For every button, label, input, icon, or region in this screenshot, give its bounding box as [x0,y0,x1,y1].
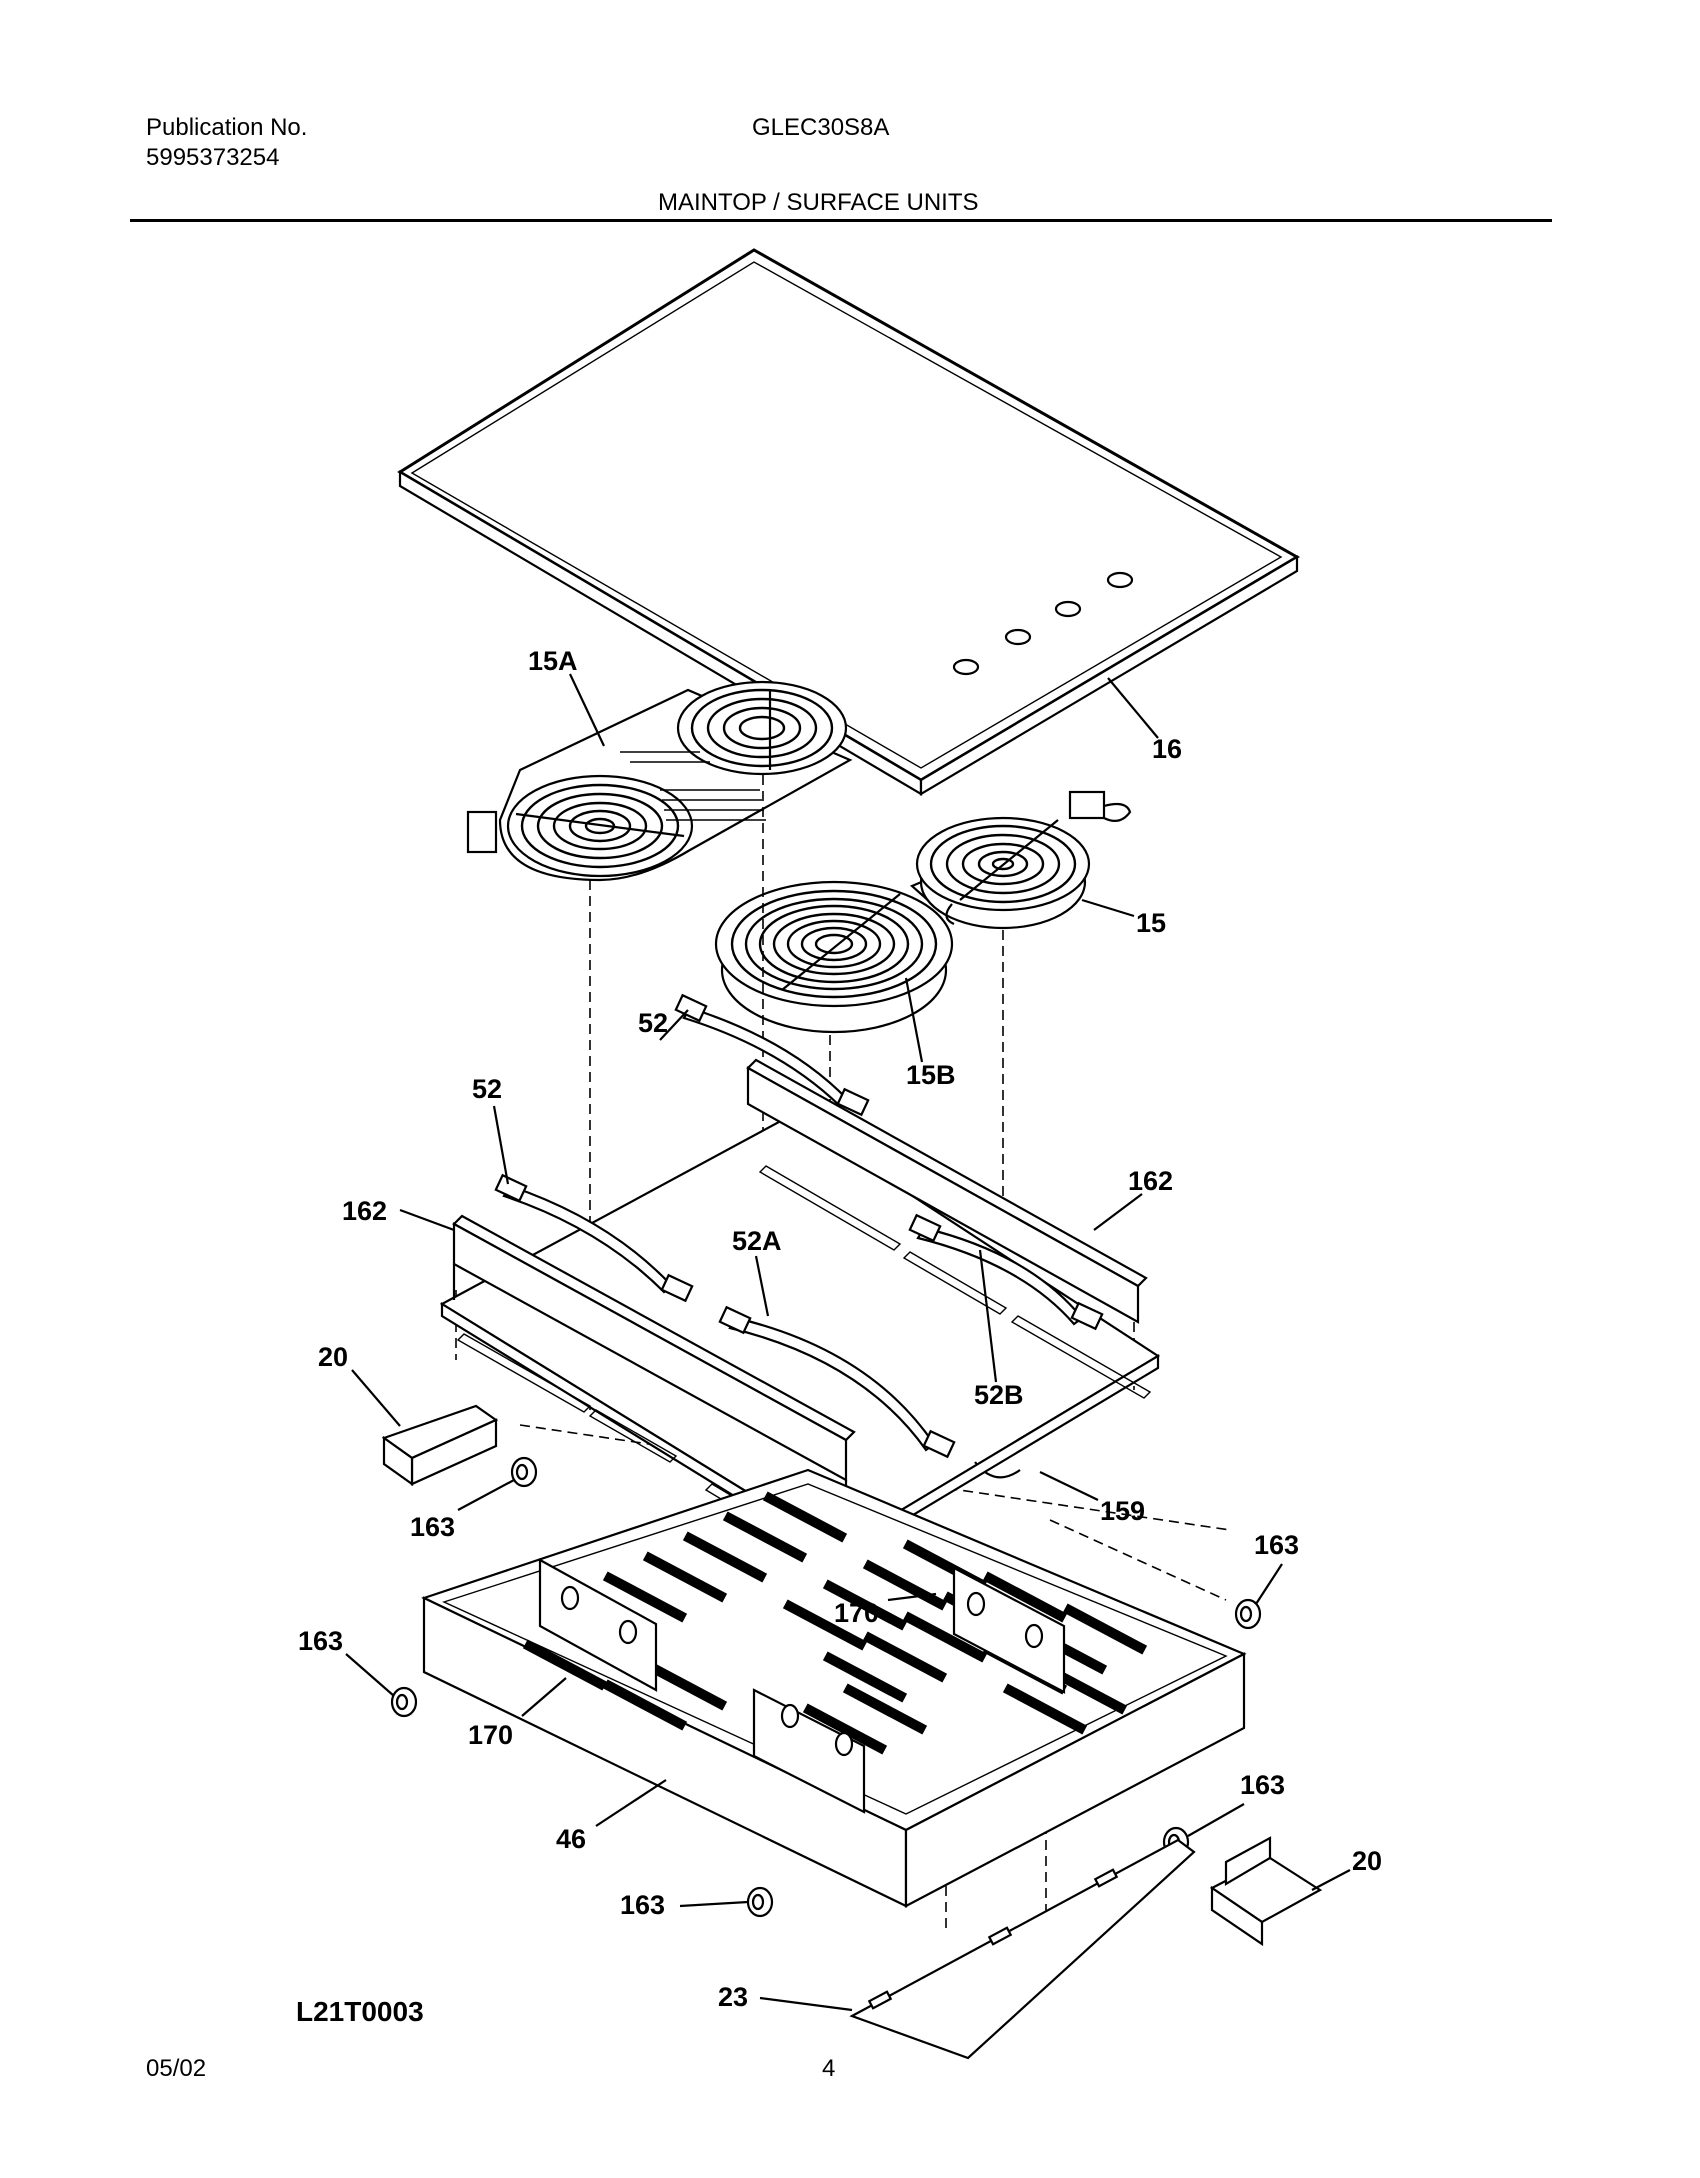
large-surface-element [714,868,964,1034]
callout-163-a: 163 [410,1512,455,1542]
callout-159: 159 [1100,1496,1145,1526]
callout-162-left: 162 [342,1196,387,1226]
model-number: GLEC30S8A [752,114,890,141]
callout-46: 46 [556,1824,586,1854]
support-strap-52A [718,1305,956,1459]
callout-163-c: 163 [298,1626,343,1656]
publication-number: 5995373254 [146,144,280,171]
callout-15A: 15A [528,646,578,676]
callout-162-right: 162 [1128,1166,1173,1196]
bracket-right [746,1058,1148,1324]
callout-16: 16 [1152,734,1182,764]
callout-170-b: 170 [468,1720,513,1750]
bottom-cover-plate [849,1838,1196,2060]
bracket-left [452,1214,856,1496]
figure-code: L21T0003 [296,1996,424,2027]
callout-52A: 52A [732,1226,782,1256]
side-bracket-right [1209,1836,1323,1947]
callout-170-a: 170 [834,1598,879,1628]
side-bracket-left [381,1404,499,1487]
callout-20-left: 20 [318,1342,348,1372]
header-rule [130,219,1552,222]
support-strap-top [674,993,870,1117]
burner-box [421,1468,1247,1908]
callout-163-e: 163 [620,1890,665,1920]
section-title: MAINTOP / SURFACE UNITS [658,189,979,216]
callout-52B: 52B [974,1380,1024,1410]
publication-date: 05/02 [146,2055,207,2082]
callout-15B: 15B [906,1060,956,1090]
publication-label: Publication No. [146,114,308,141]
callout-23: 23 [718,1982,748,2012]
callout-163-d: 163 [1240,1770,1285,1800]
support-strap-52B [908,1213,1104,1331]
callout-20-right: 20 [1352,1846,1382,1876]
leader-lines [345,673,1351,2012]
page-number: 4 [822,2055,836,2082]
callout-163-b: 163 [1254,1530,1299,1560]
maintop-glass [397,248,1300,796]
support-strap-left [494,1173,694,1303]
callout-52-left: 52 [472,1074,502,1104]
callout-52-top: 52 [638,1008,668,1038]
callout-15: 15 [1136,908,1166,938]
small-surface-element [915,790,1132,930]
bridge-surface-element [466,680,853,882]
